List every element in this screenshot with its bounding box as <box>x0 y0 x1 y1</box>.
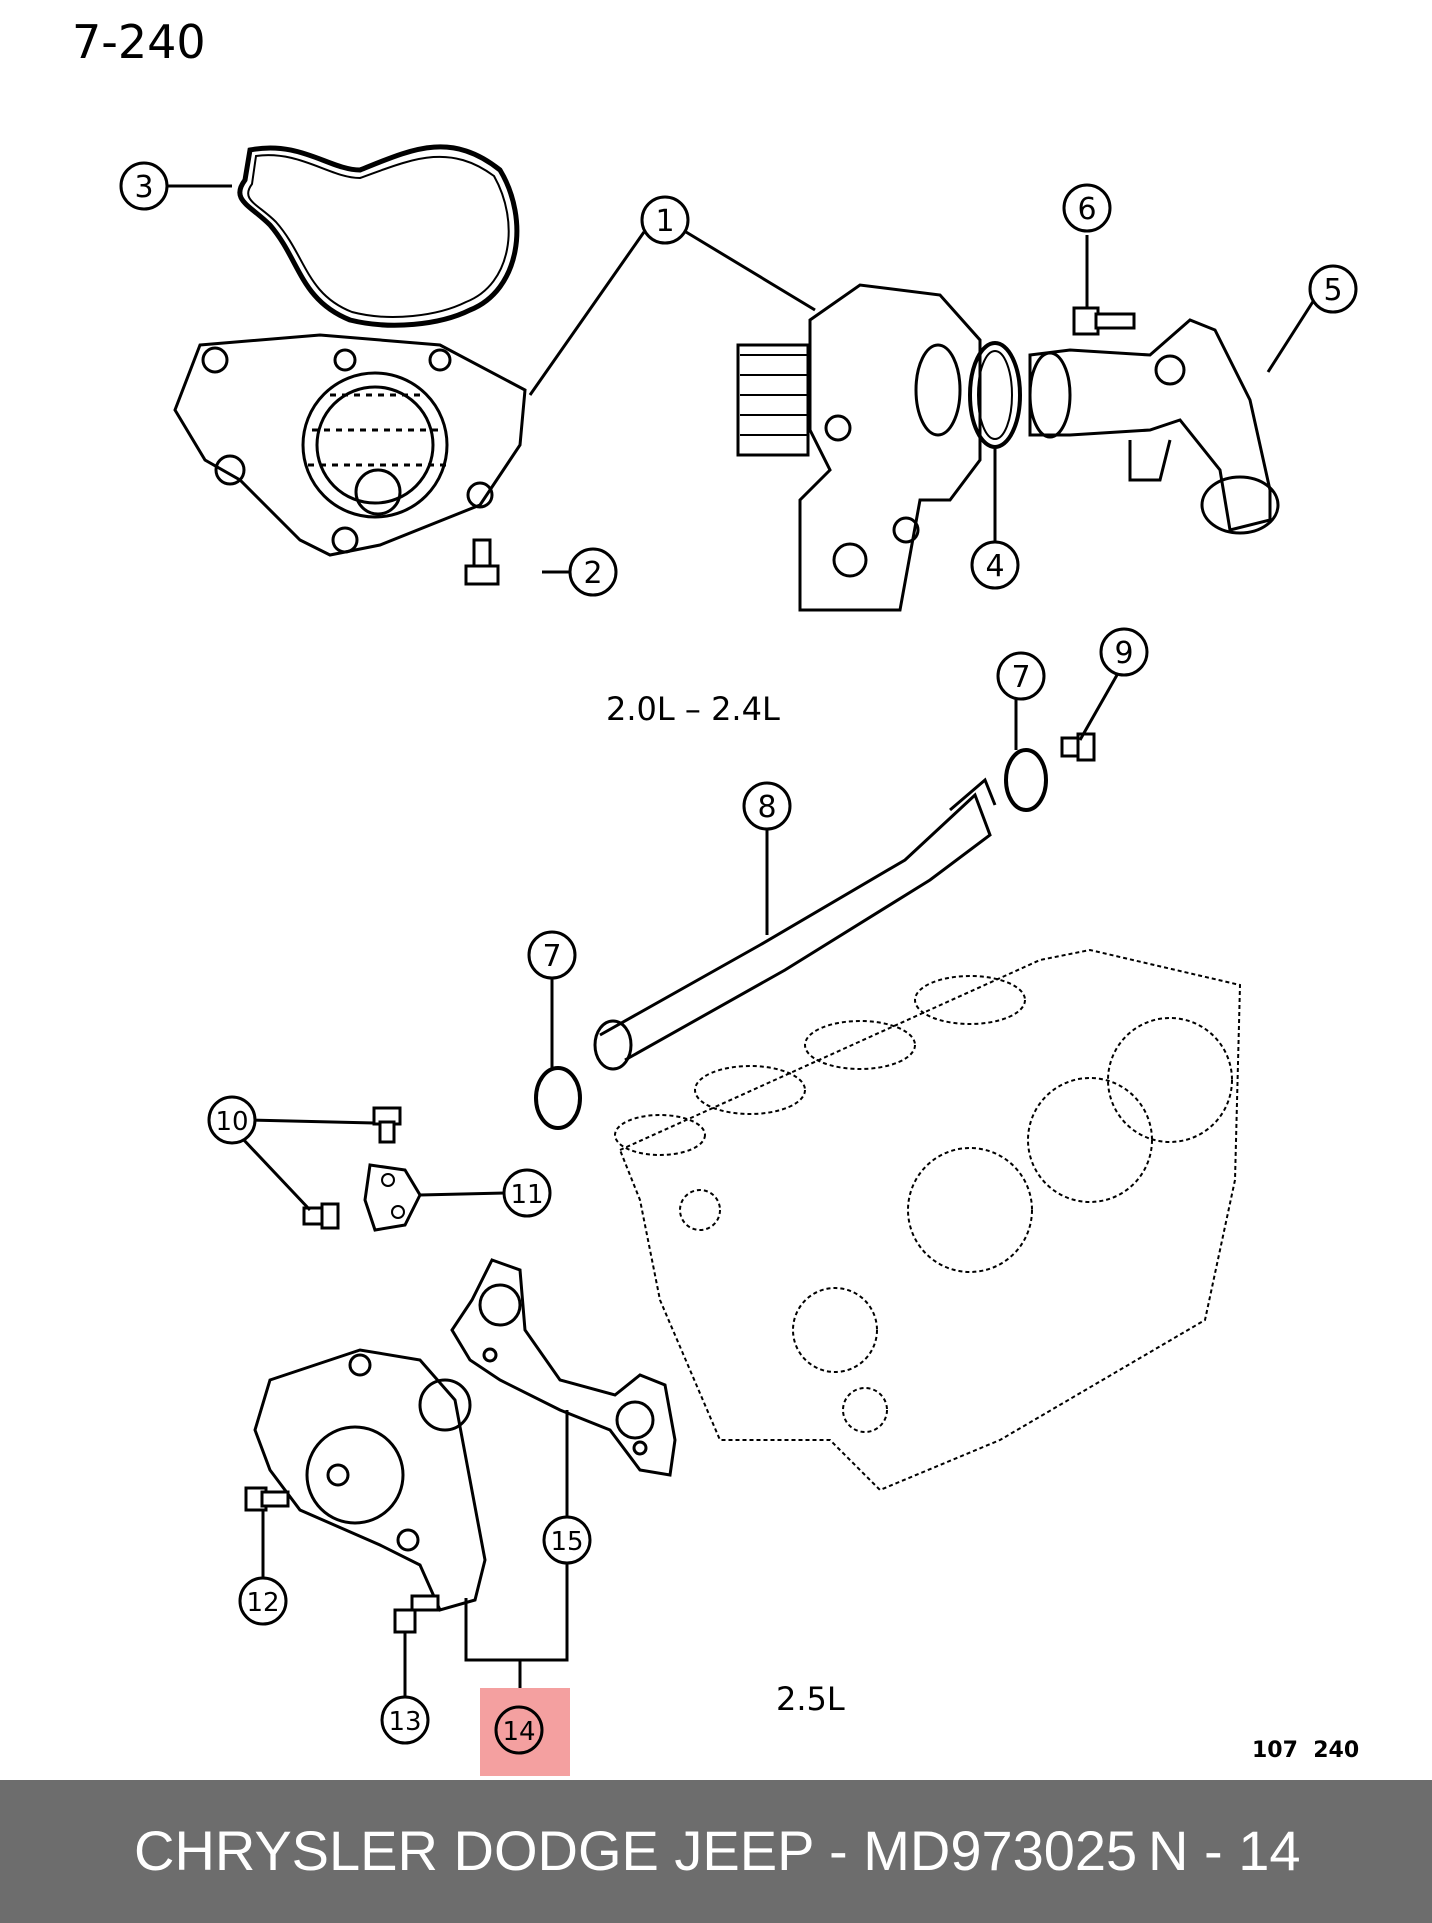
water-inlet-fitting <box>1028 318 1280 535</box>
callout-7-upper: 7 <box>996 651 1046 701</box>
water-pump-2-5l <box>253 1348 487 1612</box>
callout-13: 13 <box>380 1695 430 1745</box>
svg-text:4: 4 <box>985 549 1004 584</box>
callout-6: 6 <box>1062 183 1112 233</box>
bracket-11 <box>363 1163 422 1232</box>
engine-label-2-5l: 2.5L <box>776 1680 845 1718</box>
bolt-10-lower <box>302 1202 340 1230</box>
callout-5: 5 <box>1308 264 1358 314</box>
callout-7-lower: 7 <box>527 930 577 980</box>
svg-text:10: 10 <box>215 1107 248 1137</box>
engine-block-2-5l <box>614 948 1242 1492</box>
footer-position: N - 14 <box>1148 1819 1301 1882</box>
water-pump-gasket-15 <box>450 1258 677 1477</box>
svg-text:7: 7 <box>1011 660 1030 695</box>
callout-1: 1 <box>640 195 690 245</box>
svg-text:15: 15 <box>550 1527 583 1557</box>
footer-part-info: CHRYSLER DODGE JEEP - MD973025 <box>134 1819 1138 1882</box>
callout-9: 9 <box>1099 627 1149 677</box>
svg-text:1: 1 <box>655 204 674 239</box>
svg-text:6: 6 <box>1077 192 1096 227</box>
bolt-13 <box>393 1594 440 1634</box>
figure-code: 107 240 <box>1252 1738 1359 1763</box>
bolt-6 <box>1072 306 1136 336</box>
bolt-12 <box>244 1486 290 1512</box>
svg-text:9: 9 <box>1114 636 1133 671</box>
svg-text:5: 5 <box>1323 273 1342 308</box>
o-ring-7-lower <box>534 1066 582 1130</box>
svg-text:7: 7 <box>542 939 561 974</box>
svg-text:11: 11 <box>510 1180 543 1210</box>
o-ring-7-upper <box>1004 748 1048 812</box>
bolt-9 <box>1060 732 1096 762</box>
callout-10: 10 <box>207 1095 257 1145</box>
footer-bar: CHRYSLER DODGE JEEP - MD973025 N - 14 <box>0 1780 1432 1923</box>
callout-14: 14 <box>494 1705 544 1755</box>
svg-text:8: 8 <box>757 790 776 825</box>
water-pump-2-0l <box>173 333 527 557</box>
callout-8: 8 <box>742 781 792 831</box>
svg-text:14: 14 <box>502 1717 535 1747</box>
callout-12: 12 <box>238 1576 288 1626</box>
coolant-pipe-8 <box>593 777 997 1071</box>
svg-text:12: 12 <box>246 1588 279 1618</box>
engine-label-2-0l-2-4l: 2.0L – 2.4L <box>606 690 780 728</box>
bolt-2 <box>464 538 500 586</box>
bolt-10-upper <box>372 1106 402 1144</box>
callout-11: 11 <box>502 1168 552 1218</box>
callout-2: 2 <box>568 547 618 597</box>
water-pump-gasket <box>237 144 520 328</box>
callout-4: 4 <box>970 540 1020 590</box>
svg-text:13: 13 <box>388 1707 421 1737</box>
water-pump-housing <box>736 283 982 612</box>
page-reference: 7-240 <box>72 15 206 69</box>
callout-3: 3 <box>119 161 169 211</box>
svg-text:3: 3 <box>134 170 153 205</box>
svg-text:2: 2 <box>583 556 602 591</box>
callout-15: 15 <box>542 1515 592 1565</box>
